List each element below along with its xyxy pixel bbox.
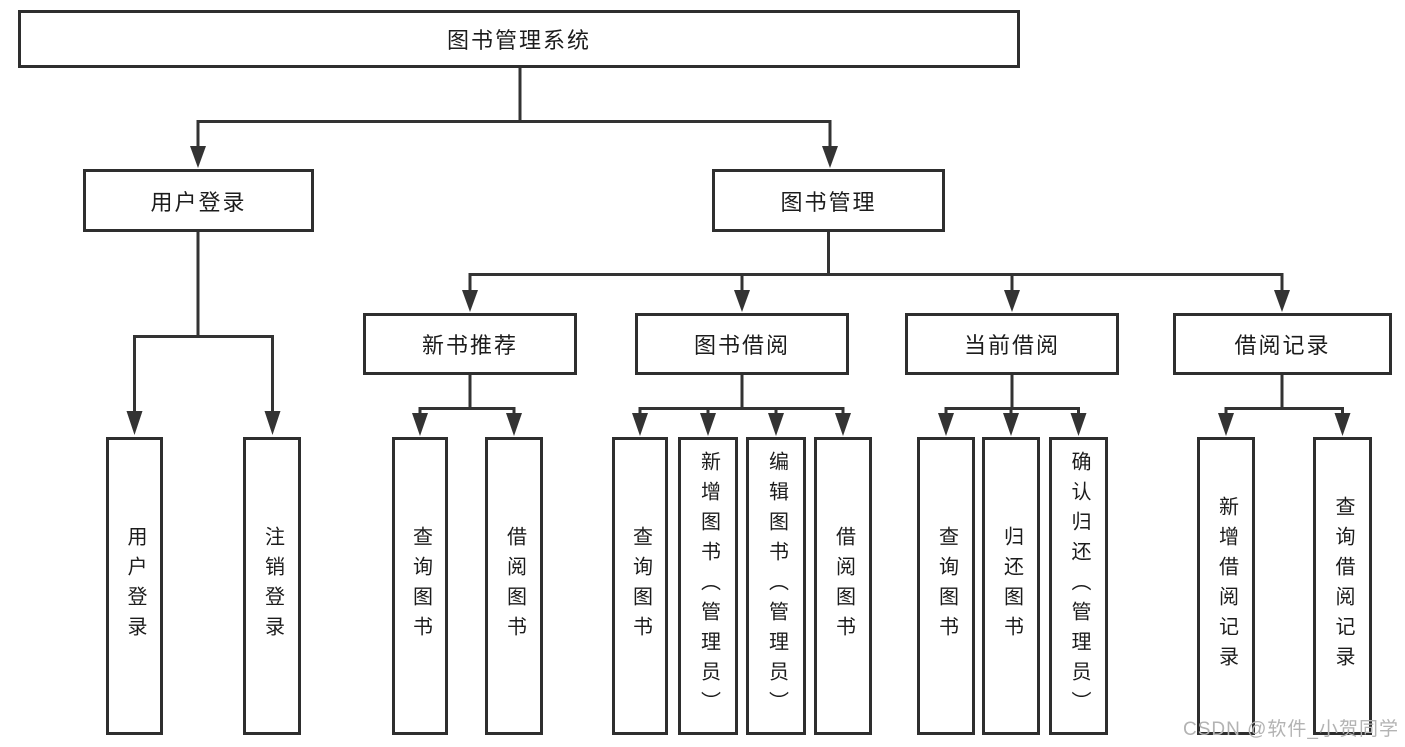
leaf-label: 确认归还（管理员）: [1068, 451, 1090, 721]
node-user-login: 用户登录: [83, 169, 314, 232]
connector-borrow-record-to-leaves: [1224, 375, 1344, 415]
arrowhead-down: [126, 411, 143, 435]
leaf-query-borrow-record: 查询借阅记录: [1313, 437, 1372, 735]
leaf-add-borrow-record: 新增借阅记录: [1197, 437, 1255, 735]
leaf-label: 查询图书: [409, 526, 432, 646]
leaf-label: 新增借阅记录: [1215, 496, 1238, 676]
leaf-label: 查询图书: [629, 526, 652, 646]
connector-user-login-to-leaves: [133, 232, 274, 413]
root-node: 图书管理系统: [18, 10, 1020, 68]
arrowhead-down: [412, 413, 428, 436]
node-label: 新书推荐: [421, 333, 518, 358]
arrowhead-down: [835, 413, 851, 436]
leaf-label: 用户登录: [124, 526, 146, 646]
leaf-label: 注销登录: [261, 526, 284, 646]
leaf-logout: 注销登录: [243, 437, 301, 735]
leaf-add-book-admin: 新增图书（管理员）: [678, 437, 738, 735]
node-book-borrow: 图书借阅: [635, 313, 849, 375]
arrowhead-down: [700, 413, 716, 436]
leaf-user-login: 用户登录: [106, 437, 163, 735]
arrowhead-down: [506, 413, 522, 436]
node-new-book-recommend: 新书推荐: [363, 313, 577, 375]
leaf-label: 借阅图书: [832, 526, 855, 646]
node-label: 借阅记录: [1234, 333, 1331, 358]
root-node-label: 图书管理系统: [446, 28, 591, 53]
leaf-label: 新增图书（管理员）: [697, 451, 720, 721]
node-current-borrow: 当前借阅: [905, 313, 1119, 375]
node-label: 图书借阅: [693, 333, 790, 358]
arrowhead-down: [632, 413, 648, 436]
node-label: 用户登录: [150, 189, 247, 215]
arrowhead-down: [264, 411, 281, 435]
node-label: 当前借阅: [963, 333, 1060, 358]
node-label: 图书管理: [780, 189, 877, 215]
arrowhead-down: [1334, 413, 1351, 436]
node-borrow-records: 借阅记录: [1173, 313, 1392, 375]
arrowhead-down: [734, 290, 750, 312]
leaf-query-book-recommend: 查询图书: [392, 437, 448, 735]
leaf-query-book-current: 查询图书: [917, 437, 975, 735]
arrowhead-down: [768, 413, 784, 436]
arrowhead-down: [1003, 413, 1019, 436]
connector-book-management-to-level3: [468, 232, 1284, 292]
arrowhead-down: [462, 290, 478, 312]
leaf-label: 编辑图书（管理员）: [765, 451, 788, 721]
leaf-label: 查询图书: [935, 526, 958, 646]
leaf-borrow-book: 借阅图书: [814, 437, 872, 735]
connector-root-to-level2: [196, 68, 832, 147]
leaf-borrow-book-recommend: 借阅图书: [485, 437, 543, 735]
leaf-label: 查询借阅记录: [1332, 496, 1354, 676]
leaf-edit-book-admin: 编辑图书（管理员）: [746, 437, 806, 735]
connector-current-borrow-to-leaves: [944, 375, 1080, 415]
arrowhead-down: [1004, 290, 1020, 312]
arrowhead-down: [1274, 290, 1290, 312]
arrowhead-down: [822, 146, 838, 168]
arrowhead-down: [190, 146, 206, 168]
node-book-management: 图书管理: [712, 169, 945, 232]
leaf-confirm-return-admin: 确认归还（管理员）: [1049, 437, 1108, 735]
leaf-label: 归还图书: [1000, 526, 1023, 646]
leaf-query-book-borrow: 查询图书: [612, 437, 668, 735]
arrowhead-down: [1218, 413, 1234, 436]
arrowhead-down: [938, 413, 954, 436]
connector-book-borrow-to-leaves: [638, 375, 845, 415]
leaf-return-book: 归还图书: [982, 437, 1040, 735]
arrowhead-down: [1070, 413, 1087, 436]
leaf-label: 借阅图书: [503, 526, 526, 646]
connector-new-book-to-leaves: [418, 375, 516, 415]
watermark: CSDN @软件_小贺同学: [1183, 719, 1399, 740]
